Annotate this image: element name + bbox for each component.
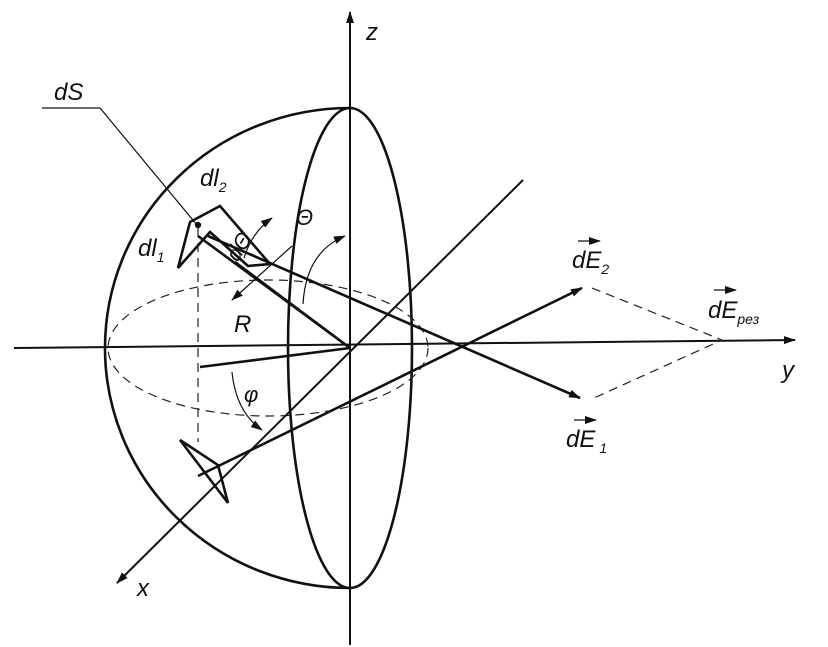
y-axis <box>13 336 796 349</box>
ds-leader-line <box>42 107 198 226</box>
ray-lower-to-center <box>199 346 351 369</box>
theta-arc <box>302 235 346 305</box>
resultant-parallelogram <box>591 287 724 399</box>
theta-label: Θ <box>296 205 313 230</box>
y-axis-label: y <box>780 357 796 384</box>
surface-element-upper <box>176 204 273 269</box>
radius-arrow <box>231 245 293 301</box>
surface-element-lower <box>178 438 230 504</box>
equator-dashed-ellipse <box>107 279 429 417</box>
phi-label: φ <box>244 382 258 407</box>
dl2-label: dl2 <box>200 165 227 195</box>
r-label: R <box>234 311 251 338</box>
surface-element-point <box>194 221 202 229</box>
ray-to-E1 <box>207 234 581 400</box>
x-axis <box>116 179 524 584</box>
E2-label: dE2 <box>572 247 609 277</box>
x-axis-label: x <box>136 575 150 602</box>
ds-label: dS <box>54 79 83 106</box>
dtheta-label: dΘ <box>221 227 258 265</box>
ray-to-E2 <box>197 286 583 478</box>
phi-arc <box>231 371 263 431</box>
ray-upper <box>234 260 351 350</box>
hemisphere-outline <box>103 106 351 590</box>
dtheta-arc <box>243 217 273 259</box>
dl1-label: dl1 <box>138 235 164 265</box>
Eres-label: dEрез <box>708 297 760 327</box>
z-axis-label: z <box>365 19 378 46</box>
